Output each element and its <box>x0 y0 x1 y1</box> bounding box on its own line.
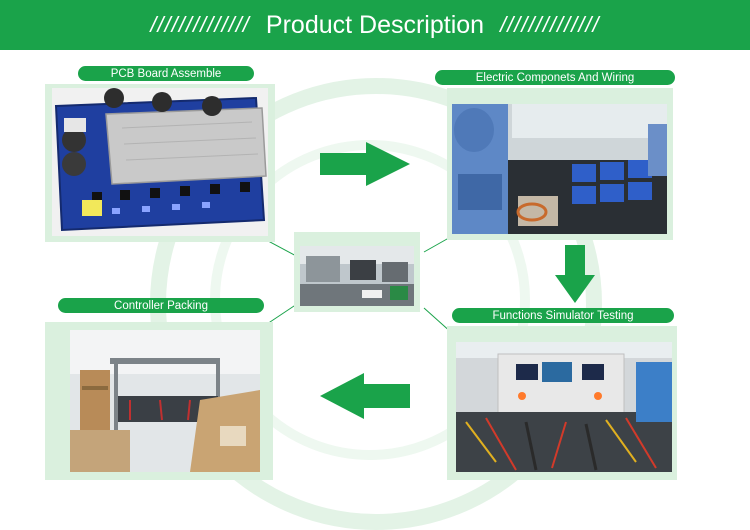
step-label-packing: Controller Packing <box>58 298 264 313</box>
arrow-down-icon <box>555 245 595 303</box>
step-label-wiring: Electric Componets And Wiring <box>435 70 675 85</box>
page-title: Product Description <box>265 10 485 39</box>
arrow-left-icon <box>320 373 410 419</box>
simulator-testing-photo <box>456 342 672 472</box>
packing-warehouse-photo <box>70 330 260 472</box>
header-right-slashes: ////////////// <box>500 12 600 37</box>
header-banner: ////////////// Product Description /////… <box>0 0 750 50</box>
production-line-photo <box>300 246 414 306</box>
arrow-right-icon <box>320 142 410 186</box>
step-label-testing: Functions Simulator Testing <box>452 308 674 323</box>
wiring-workshop-photo <box>452 104 667 234</box>
pcb-board-photo <box>52 88 268 236</box>
header-left-slashes: ////////////// <box>150 12 250 37</box>
step-label-pcb: PCB Board Assemble <box>78 66 254 81</box>
